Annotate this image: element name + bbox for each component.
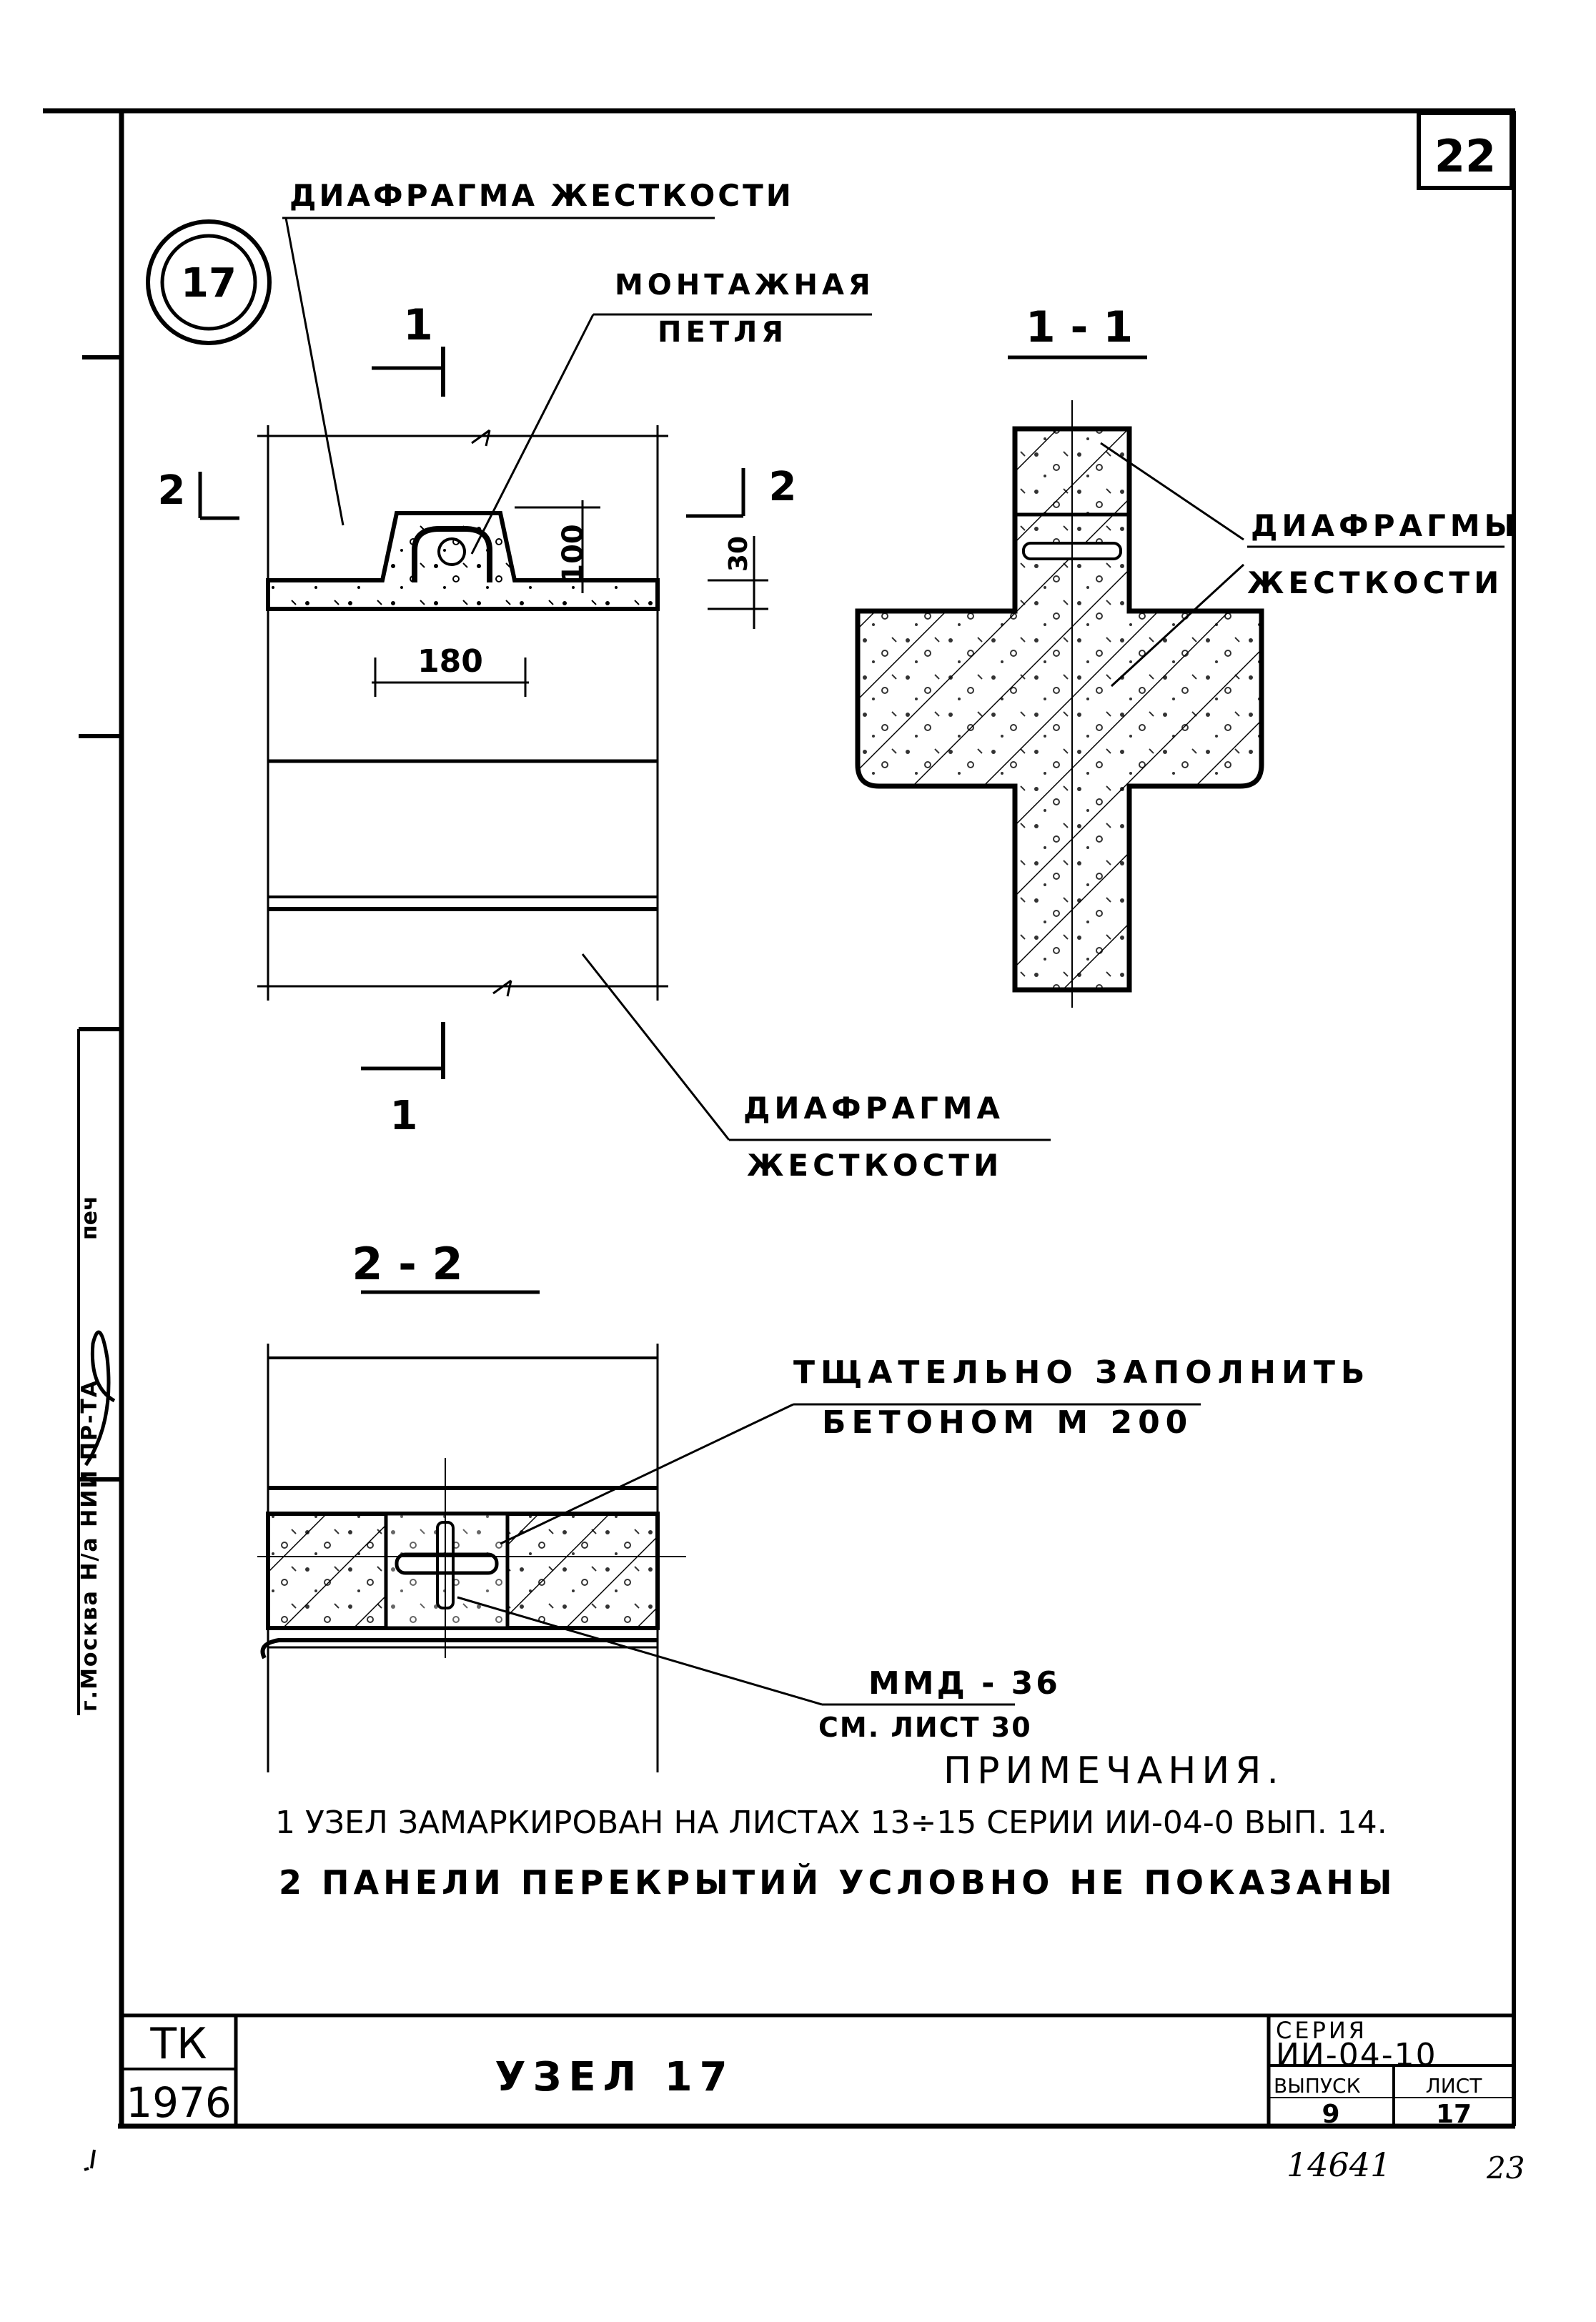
dim-height: 100 [557,524,590,584]
archive-number: 14641 [1287,2145,1391,2184]
page-number: 23 [1486,2150,1525,2185]
section-1-1-label-2: ЖЕСТКОСТИ [1247,565,1503,600]
part-mark: ММД - 36 [868,1665,1061,1702]
note-item-2: 2 ПАНЕЛИ ПЕРЕКРЫТИЙ УСЛОВНО НЕ ПОКАЗАНЫ [279,1863,1397,1902]
cut2-right-label: 2 [769,464,797,510]
series-label: СЕРИЯ [1276,2017,1367,2044]
sheet-label: ЛИСТ [1426,2074,1483,2098]
part-ref: СМ. ЛИСТ 30 [818,1712,1032,1743]
notes: ПРИМЕЧАНИЯ. 1 УЗЕЛ ЗАМАРКИРОВАН НА ЛИСТА… [275,1750,1397,1902]
issue-label: ВЫПУСК [1274,2074,1361,2098]
node-marker: 17 [146,219,272,345]
section-1-1: 1 - 1 ДИАФРАГМЫ ЖЕСТКОСТИ [855,302,1520,1008]
label-loop-2: ПЕТЛЯ [658,316,788,349]
dim-width: 180 [417,643,483,680]
corner-number: 22 [1434,130,1496,182]
margin-stamp: г.Москва Н/а НИИ ПР-ТА печ [77,1196,116,2171]
corner-number-box: 22 [1417,111,1514,190]
label-loop-1: МОНТАЖНАЯ [615,269,875,302]
section-1-1-label-1: ДИАФРАГМЫ [1251,508,1520,543]
label-diaphragm-bottom-2: ЖЕСТКОСТИ [747,1148,1003,1183]
sheet-frame [43,108,1516,2129]
issue-value: 9 [1322,2100,1339,2129]
label-diaphragm-top: ДИАФРАГМА ЖЕСТКОСТИ [289,178,794,213]
title-block: ТК 1976 УЗЕЛ 17 СЕРИЯ ИИ-04-10 ВЫПУСК 9 … [122,2013,1514,2129]
sheet-value: 17 [1436,2100,1472,2129]
cut1-top-label: 1 [403,300,433,350]
stamp-year: 1976 [126,2078,232,2127]
margin-stamp-text: г.Москва Н/а НИИ ПР-ТА [77,1379,102,1712]
margin-stamp-text-2: печ [77,1196,102,1240]
cut1-bottom-label: 1 [390,1093,418,1139]
notes-heading: ПРИМЕЧАНИЯ. [943,1750,1284,1792]
stamp-org: ТК [149,2019,207,2069]
signature-mark [84,1330,116,1467]
section-2-2: 2 - 2 ТЩАТЕЛЬНО ЗАПОЛНИТЬ БЕТОНОМ М 200 … [257,1238,1370,1772]
sheet-title: УЗЕЛ 17 [495,2054,734,2100]
plan-view: ДИАФРАГМА ЖЕСТКОСТИ МОНТАЖНАЯ ПЕТЛЯ 1 1 … [158,178,1051,1183]
node-number: 17 [181,260,237,307]
cut2-left-label: 2 [158,467,186,514]
dim-depth: 30 [724,536,753,572]
series-value: ИИ-04-10 [1276,2037,1437,2073]
note-item-1: 1 УЗЕЛ ЗАМАРКИРОВАН НА ЛИСТАХ 13÷15 СЕРИ… [275,1805,1387,1841]
fill-note-1: ТЩАТЕЛЬНО ЗАПОЛНИТЬ [793,1354,1370,1391]
section-2-2-title: 2 - 2 [352,1238,462,1290]
fill-note-2: БЕТОНОМ М 200 [822,1404,1193,1441]
section-1-1-title: 1 - 1 [1026,302,1133,352]
label-diaphragm-bottom-1: ДИАФРАГМА [743,1091,1004,1126]
